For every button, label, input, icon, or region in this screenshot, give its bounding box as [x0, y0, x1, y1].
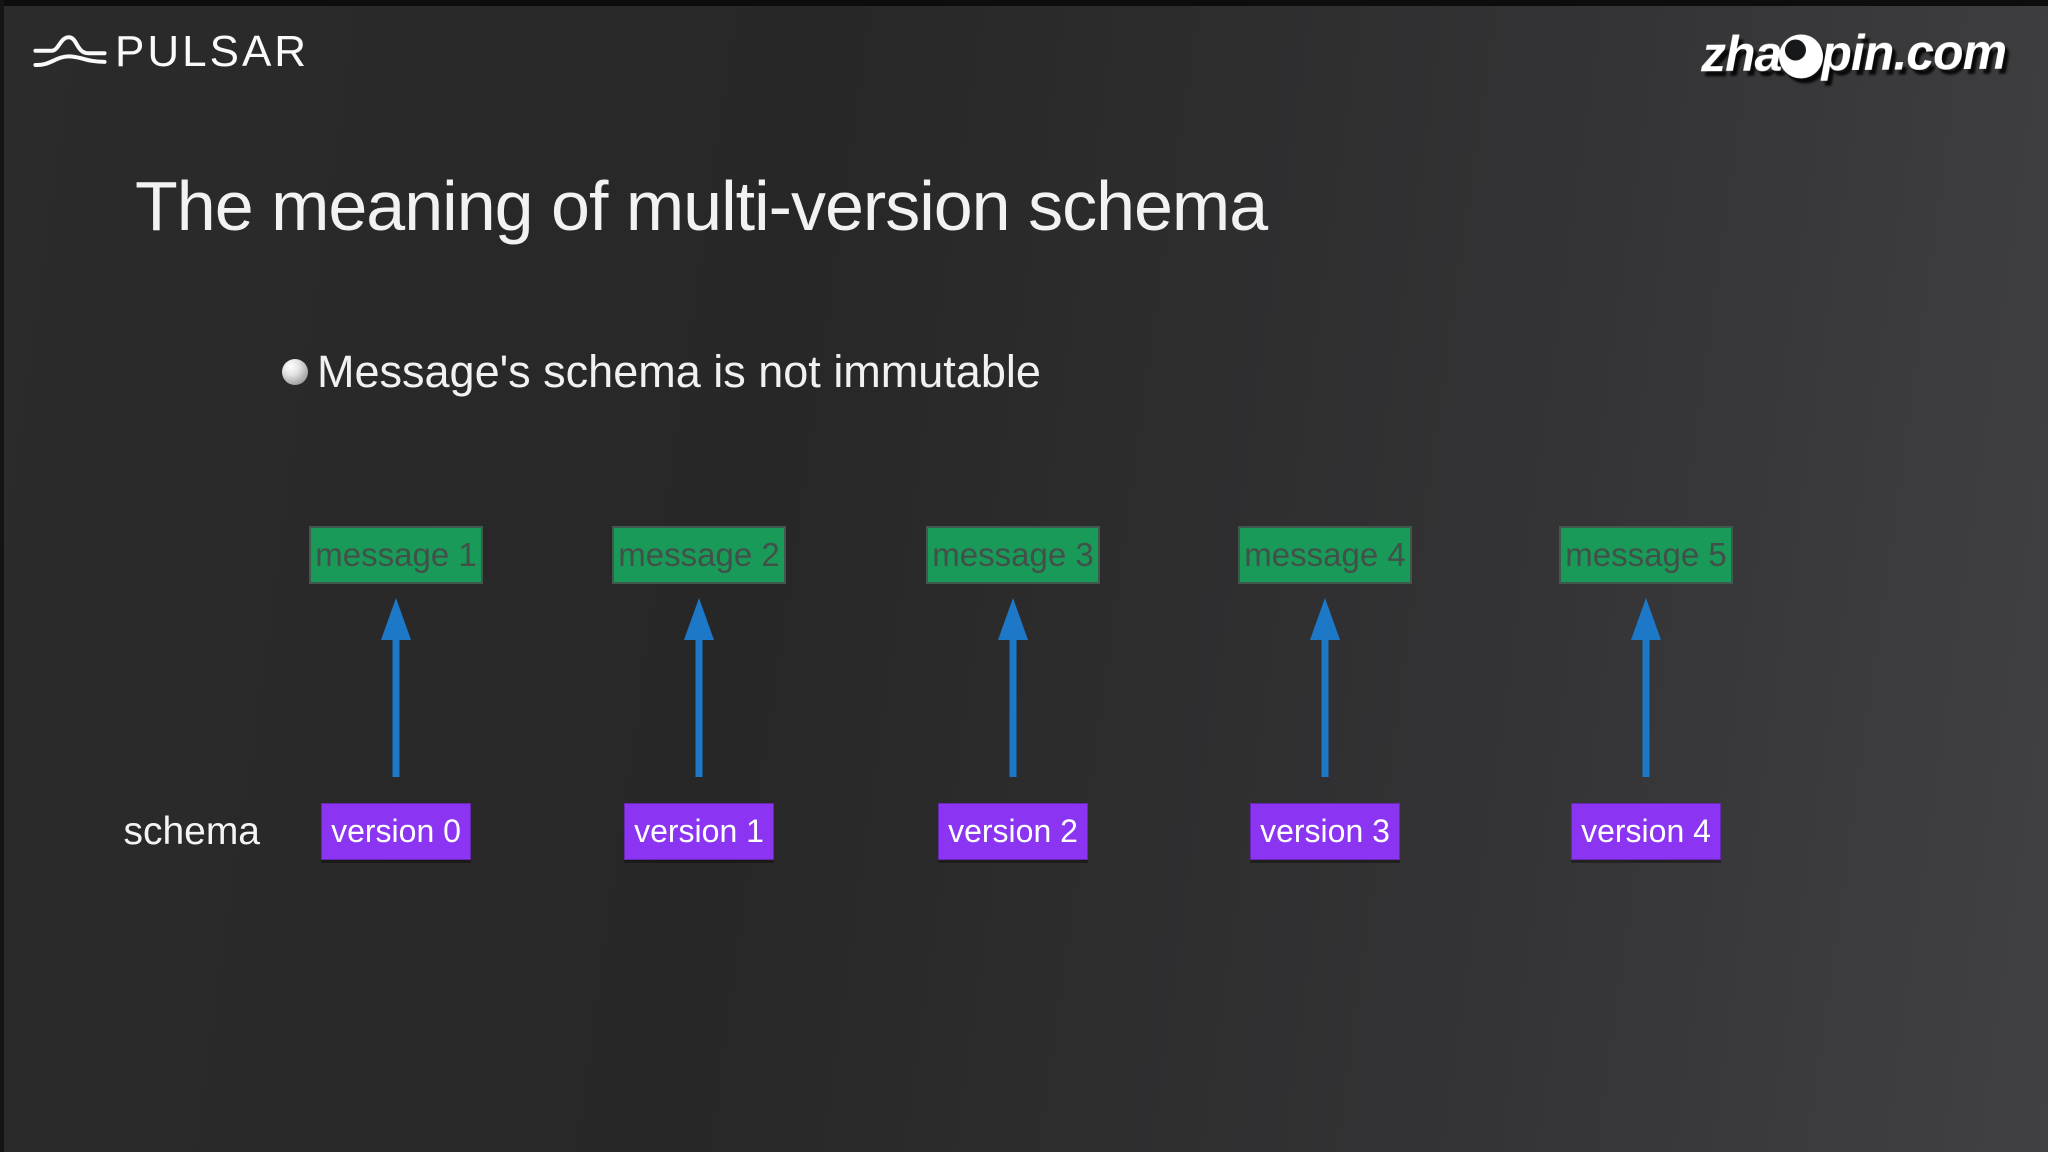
bullet-text: Message's schema is not immutable	[317, 346, 1041, 397]
diagram-column-2: message 2 version 1	[612, 526, 786, 860]
pulsar-wave-icon	[33, 26, 107, 78]
top-edge-strip	[0, 0, 2048, 6]
zhaopin-logo-pre: zha	[1700, 25, 1782, 83]
version-box: version 2	[938, 803, 1088, 860]
pulsar-wordmark: PULSAR	[115, 27, 310, 76]
message-box: message 4	[1238, 526, 1412, 584]
up-arrow-icon	[1631, 598, 1661, 777]
up-arrow-icon	[1310, 598, 1340, 777]
zhaopin-eye-icon	[1779, 34, 1824, 79]
diagram-column-5: message 5 version 4	[1559, 526, 1733, 860]
diagram-column-4: message 4 version 3	[1238, 526, 1412, 860]
message-box: message 3	[926, 526, 1100, 584]
version-box: version 4	[1571, 803, 1721, 860]
up-arrow-icon	[684, 598, 714, 777]
diagram-column-3: message 3 version 2	[926, 526, 1100, 860]
message-box: message 2	[612, 526, 786, 584]
pulsar-logo: PULSAR	[33, 26, 309, 78]
up-arrow-icon	[998, 598, 1028, 777]
page-title: The meaning of multi-version schema	[135, 167, 1268, 245]
message-box: message 1	[309, 526, 483, 584]
version-box: version 0	[321, 803, 471, 860]
version-box: version 1	[624, 803, 774, 860]
message-box: message 5	[1559, 526, 1733, 584]
zhaopin-logo-post: pin.com	[1821, 23, 2007, 82]
bullet-item: Message's schema is not immutable	[282, 346, 1041, 398]
bullet-sphere-icon	[282, 359, 308, 385]
left-edge-strip	[0, 0, 4, 1152]
diagram-column-1: message 1 version 0	[309, 526, 483, 860]
zhaopin-logo: zha pin.com	[1701, 23, 2007, 84]
up-arrow-icon	[381, 598, 411, 777]
version-box: version 3	[1250, 803, 1400, 860]
schema-row-label: schema	[123, 810, 260, 853]
